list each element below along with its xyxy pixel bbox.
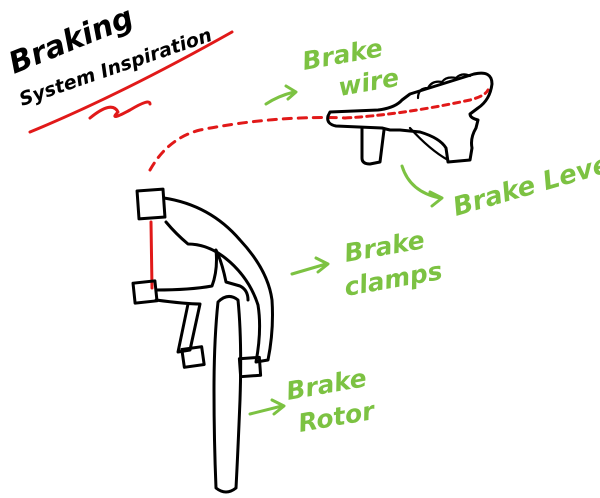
arrow-brake-clamps bbox=[292, 258, 328, 274]
rotor-disc bbox=[214, 296, 241, 492]
title-underline-squiggle bbox=[90, 102, 150, 118]
label-brake-wire: Brake wire bbox=[266, 33, 401, 104]
brake-clamp-drawing bbox=[133, 189, 272, 377]
brake-wire-vertical bbox=[151, 222, 152, 288]
clamp-pad-left bbox=[182, 347, 204, 368]
brake-wire-dashed bbox=[150, 118, 345, 171]
arrow-brake-lever bbox=[402, 166, 442, 206]
label-brake-clamps: Brake clamps bbox=[292, 225, 445, 302]
arrow-brake-wire bbox=[266, 86, 296, 104]
clamp-top-block bbox=[137, 189, 165, 219]
lever-clamp-block bbox=[362, 128, 384, 164]
brake-rotor-drawing bbox=[214, 296, 241, 492]
sketch-title: Braking System Inspiration bbox=[4, 0, 232, 132]
arrow-brake-rotor bbox=[250, 400, 284, 414]
label-brake-lever: Brake Lever bbox=[402, 145, 600, 223]
label-brake-lever-text: Brake Lever bbox=[450, 145, 600, 223]
clamp-mid-arm bbox=[156, 250, 248, 300]
clamp-lower-arm bbox=[156, 300, 200, 352]
label-brake-rotor: Brake Rotor bbox=[250, 363, 378, 438]
